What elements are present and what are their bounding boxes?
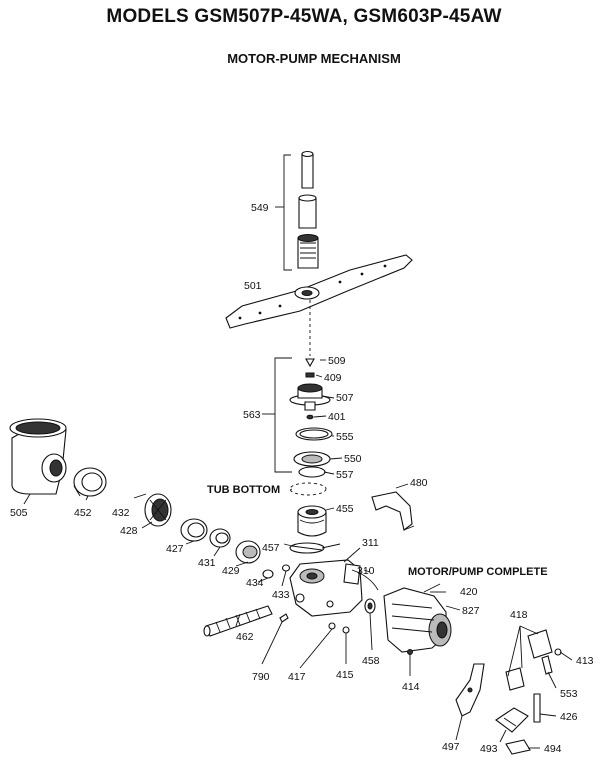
part-480-hose <box>371 491 415 531</box>
part-458-seal <box>364 598 376 614</box>
callout-433: 433 <box>272 589 290 601</box>
page-subtitle: MOTOR-PUMP MECHANISM <box>227 51 401 66</box>
part-497-bracket <box>455 663 485 717</box>
callout-480: 480 <box>410 477 428 489</box>
callout-557: 557 <box>336 469 354 481</box>
part-310-motor <box>383 583 452 653</box>
part-433-washer <box>281 564 291 572</box>
callout-553: 553 <box>560 688 578 700</box>
callout-563: 563 <box>243 409 261 421</box>
callout-420: 420 <box>460 586 478 598</box>
callout-415: 415 <box>336 669 354 681</box>
callout-494: 494 <box>544 743 562 755</box>
tub-bottom-outline <box>289 482 327 496</box>
part-428-impeller <box>144 493 172 527</box>
callout-409: 409 <box>324 372 342 384</box>
part-505-filter-housing <box>9 418 67 495</box>
callout-458: 458 <box>362 655 380 667</box>
callout-417: 417 <box>288 671 306 683</box>
callout-497: 497 <box>442 741 460 753</box>
callout-401: 401 <box>328 411 346 423</box>
part-414-screw <box>407 649 413 655</box>
callout-431: 431 <box>198 557 216 569</box>
note-motor-pump-complete: MOTOR/PUMP COMPLETE <box>408 566 548 578</box>
part-431-ring <box>209 528 231 548</box>
part-790-screw <box>279 613 289 623</box>
part-311-pump-body <box>289 559 379 617</box>
callout-509: 509 <box>328 355 346 367</box>
callout-426: 426 <box>560 711 578 723</box>
part-417-washer <box>328 622 336 630</box>
part-455-pump-cover <box>297 505 327 537</box>
part-429-chopper <box>235 540 261 564</box>
note-tub-bottom: TUB BOTTOM <box>207 484 280 496</box>
callout-428: 428 <box>120 525 138 537</box>
callout-418: 418 <box>510 609 528 621</box>
callout-434: 434 <box>246 577 264 589</box>
callout-413: 413 <box>576 655 594 667</box>
callout-427: 427 <box>166 543 184 555</box>
part-493-clip <box>495 707 529 733</box>
callout-455: 455 <box>336 503 354 515</box>
callout-550: 550 <box>344 453 362 465</box>
part-494-cover <box>505 739 531 755</box>
callout-493: 493 <box>480 743 498 755</box>
callout-429: 429 <box>222 565 240 577</box>
part-415-washer <box>342 626 350 634</box>
part-432-pin <box>133 493 147 499</box>
callout-452: 452 <box>74 507 92 519</box>
part-563-hub-assembly <box>262 357 333 478</box>
leader-lines <box>23 359 573 749</box>
part-452-ring <box>73 467 107 497</box>
part-549-tube-set <box>275 150 319 271</box>
callout-790: 790 <box>252 671 270 683</box>
page-title: MODELS GSM507P-45WA, GSM603P-45AW <box>106 6 502 27</box>
part-434-nut <box>262 569 274 579</box>
callout-501: 501 <box>244 280 262 292</box>
callout-505: 505 <box>10 507 28 519</box>
callout-549: 549 <box>251 202 269 214</box>
part-501-spray-arm <box>225 254 413 356</box>
part-457-clamp <box>289 542 325 554</box>
callout-414: 414 <box>402 681 420 693</box>
callout-827: 827 <box>462 605 480 617</box>
callout-507: 507 <box>336 392 354 404</box>
callout-555: 555 <box>336 431 354 443</box>
part-426-pin <box>533 693 541 723</box>
callout-432: 432 <box>112 507 130 519</box>
callout-310: 310 <box>357 565 375 577</box>
callout-457: 457 <box>262 542 280 554</box>
part-418-bracket-assembly <box>505 629 562 691</box>
part-427-ring <box>180 518 208 542</box>
callout-462: 462 <box>236 631 254 643</box>
callout-311: 311 <box>362 537 379 549</box>
